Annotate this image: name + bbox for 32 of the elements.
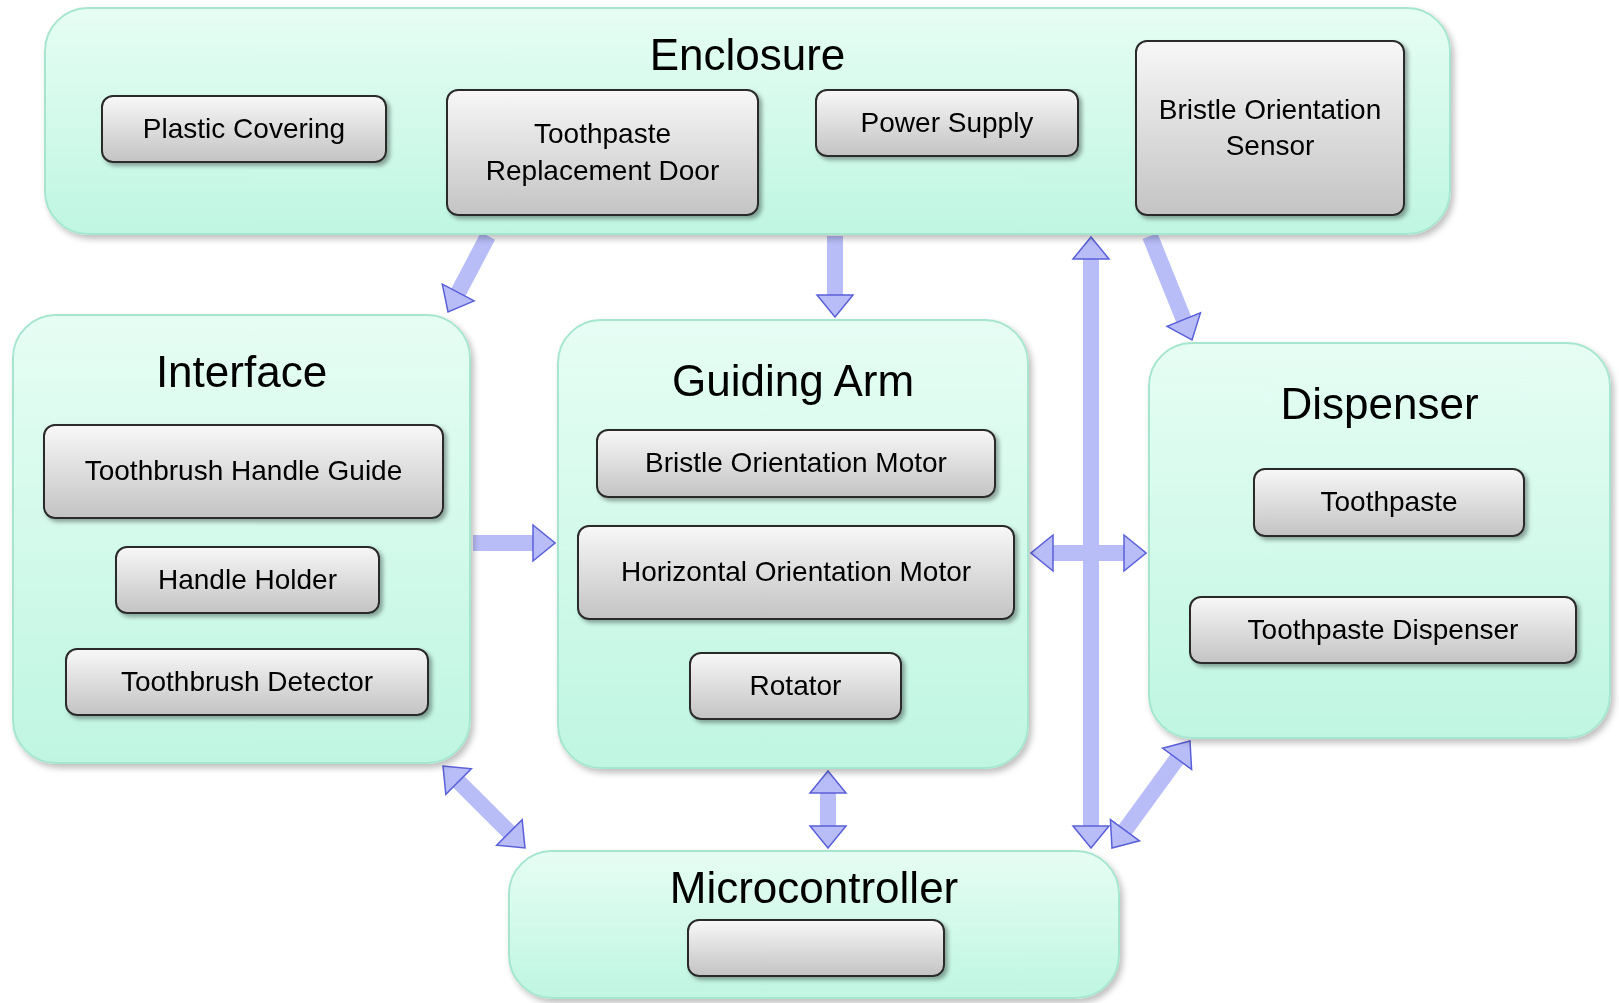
block-arrow	[441, 232, 496, 313]
component-box: Bristle Orientation Motor	[596, 429, 996, 498]
component-box: Handle Holder	[115, 546, 380, 614]
component-box: Toothpaste	[1253, 468, 1525, 537]
block-arrow	[816, 236, 854, 318]
group-panel	[508, 850, 1120, 999]
block-arrow	[1030, 534, 1147, 572]
component-box: Toothbrush Handle Guide	[43, 424, 444, 519]
component-box: Toothpaste Dispenser	[1189, 596, 1577, 664]
group-title: Microcontroller	[668, 862, 960, 914]
group-title: Dispenser	[1279, 378, 1480, 430]
component-box: Power Supply	[815, 89, 1079, 157]
component-box: Horizontal Orientation Motor	[577, 525, 1015, 620]
group-panel	[44, 7, 1451, 235]
block-arrow	[1072, 236, 1110, 849]
group-panel	[1148, 342, 1611, 739]
group-title: Guiding Arm	[670, 355, 916, 407]
group-title: Interface	[154, 346, 329, 398]
group-title: Enclosure	[648, 29, 847, 81]
block-arrow	[473, 524, 556, 562]
block-arrow	[809, 770, 847, 849]
component-box	[687, 919, 945, 977]
block-arrow	[1109, 740, 1193, 849]
component-box: Bristle Orientation Sensor	[1135, 40, 1405, 216]
group-panel	[557, 319, 1029, 769]
component-box: Toothbrush Detector	[65, 648, 429, 716]
component-box: Toothpaste Replacement Door	[446, 89, 759, 216]
component-box: Plastic Covering	[101, 95, 387, 163]
component-box: Rotator	[689, 652, 902, 720]
block-arrow	[442, 765, 526, 849]
group-panel	[12, 314, 471, 764]
block-arrow	[1142, 233, 1202, 341]
